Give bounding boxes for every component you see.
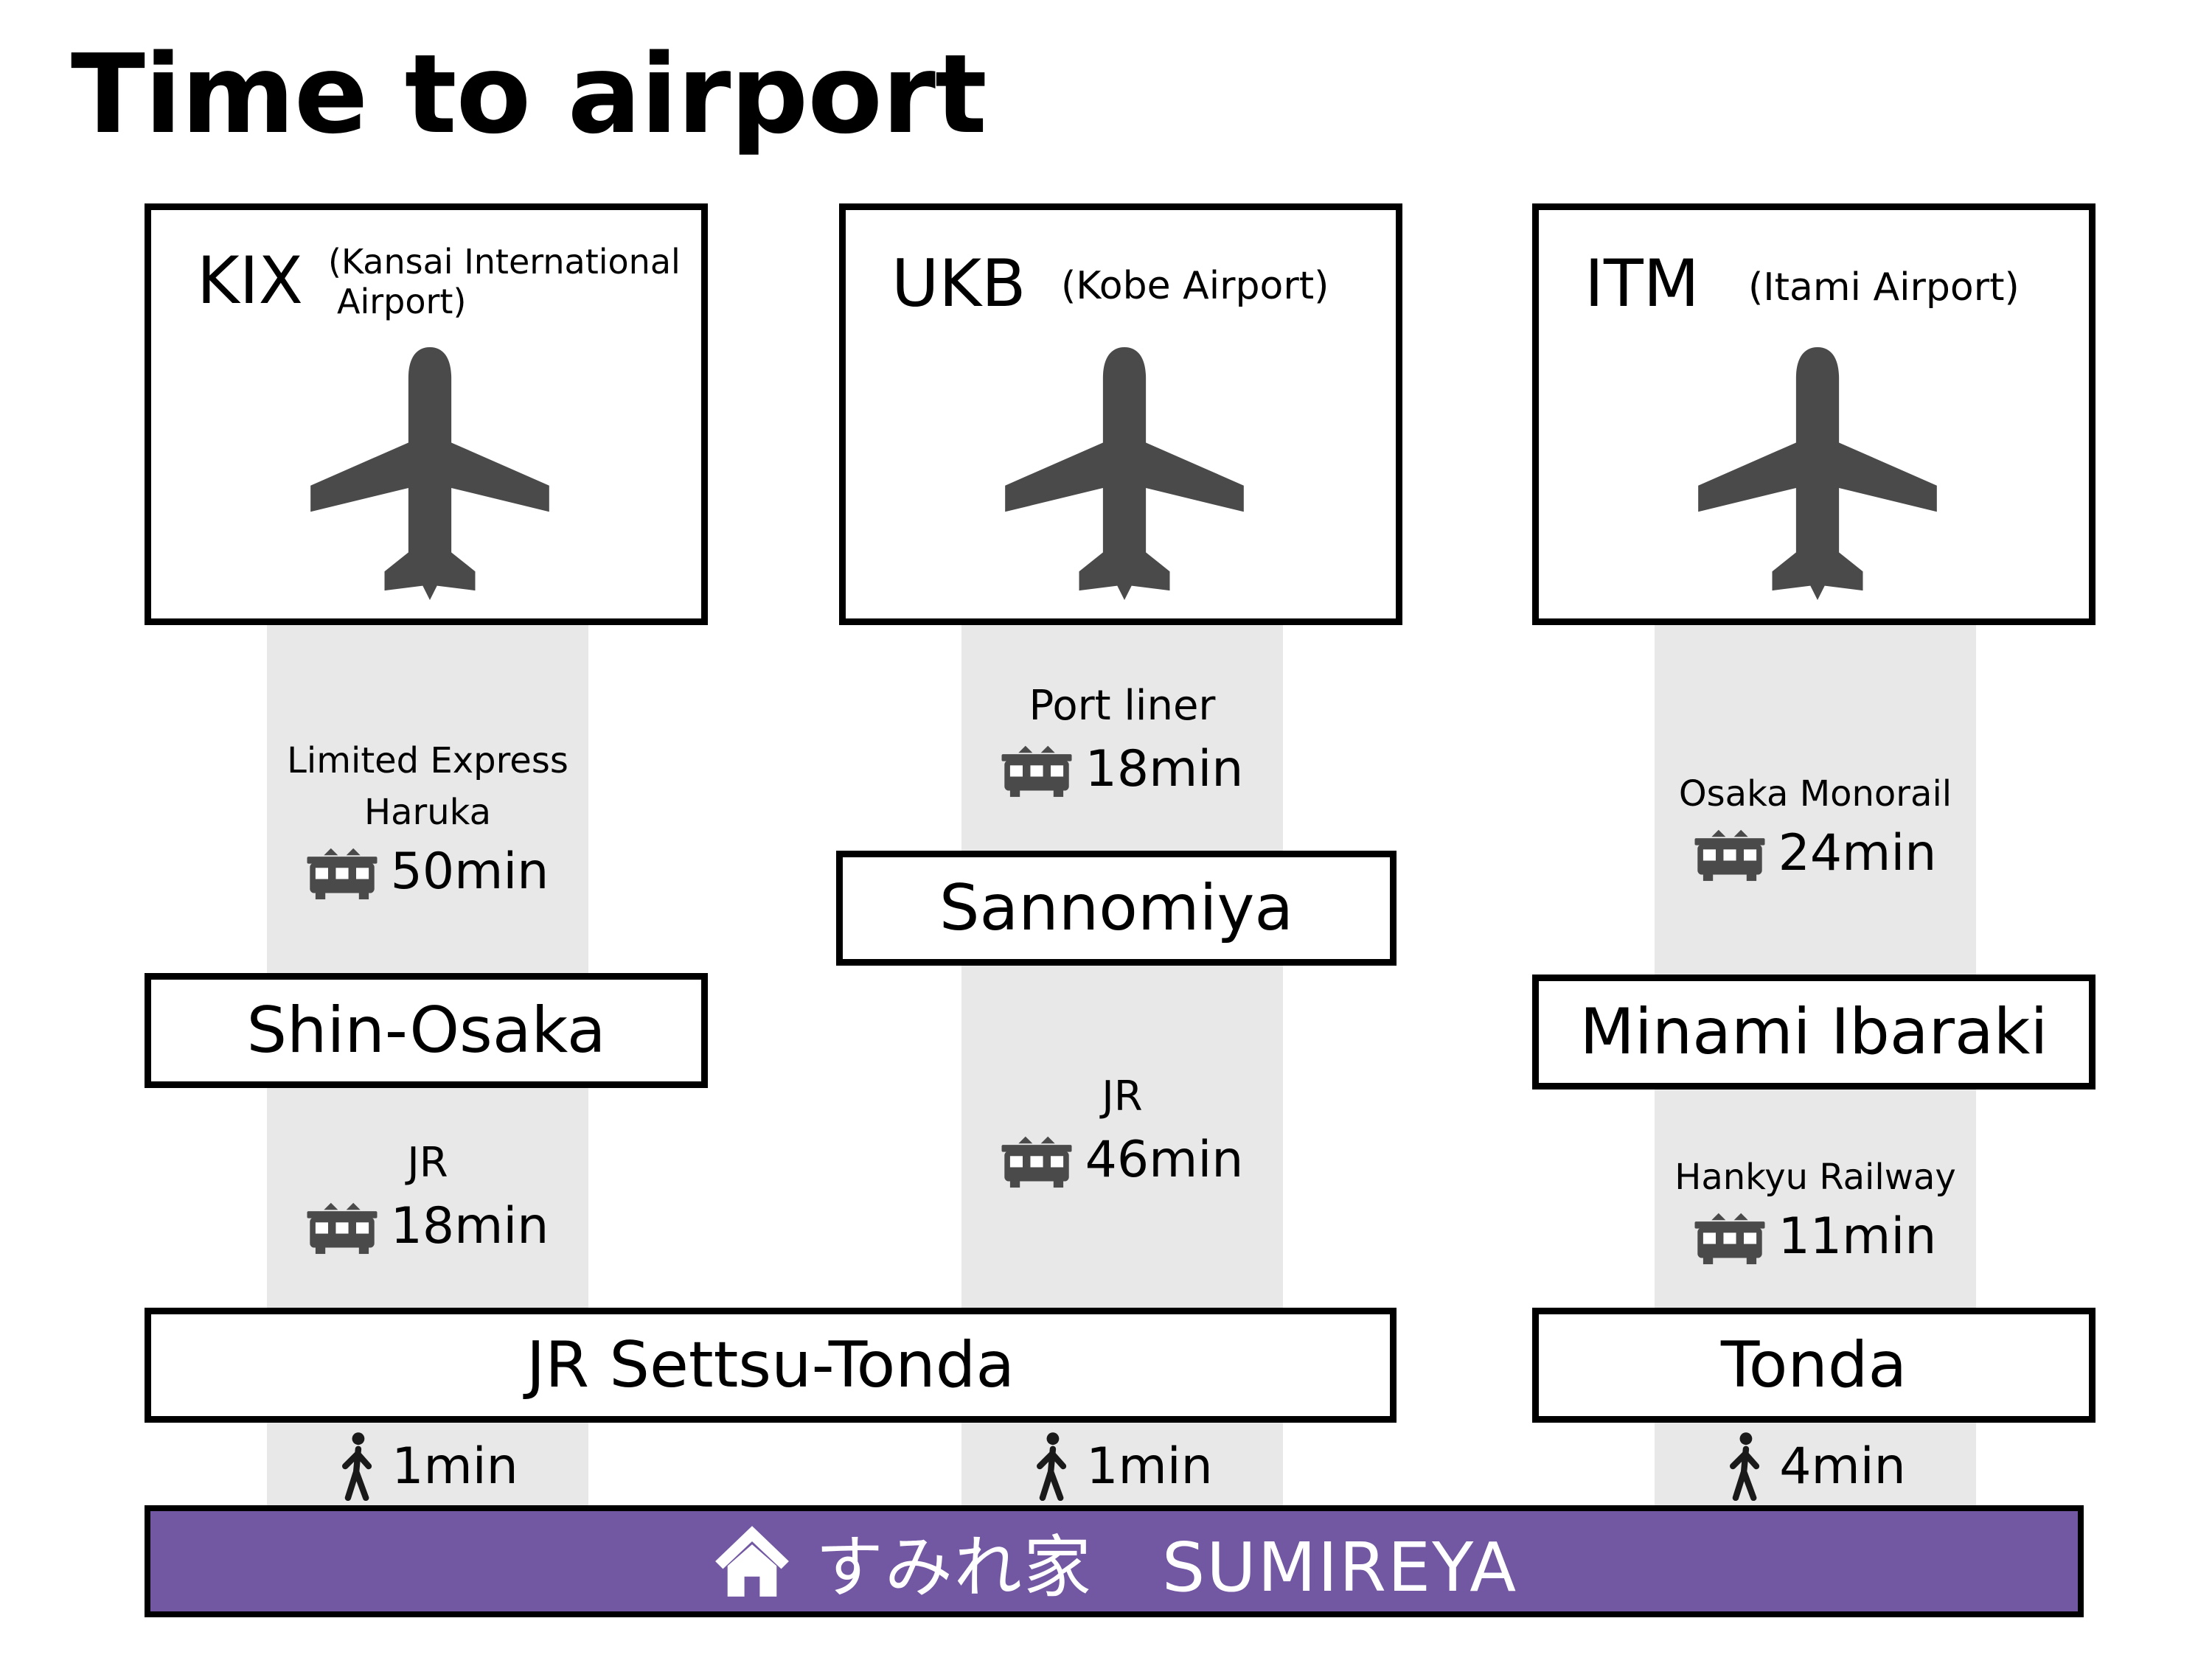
airport-itm-card: ITM (Itami Airport) [1532, 203, 2096, 625]
segment-kix-lower: JR 18min [267, 1120, 588, 1268]
house-icon [711, 1523, 793, 1600]
train-icon [307, 1199, 378, 1255]
travel-time: 18min [390, 1197, 549, 1256]
segment-ukb-upper: Port liner 18min [961, 663, 1283, 811]
airport-name-ukb: (Kobe Airport) [1061, 264, 1329, 308]
travel-time: 50min [390, 843, 549, 902]
line-name: JR [1102, 1072, 1143, 1120]
walk-time: 1min [1086, 1437, 1213, 1496]
walking-person-icon [1725, 1432, 1766, 1501]
walk-time: 1min [392, 1437, 518, 1496]
walking-person-icon [337, 1432, 378, 1501]
line-name: Port liner [1029, 681, 1216, 730]
airport-ukb-card: UKB (Kobe Airport) [839, 203, 1402, 625]
line-name: Hankyu Railway [1674, 1156, 1956, 1198]
train-icon [1001, 742, 1072, 798]
page-title: Time to airport [71, 31, 987, 158]
line-name: Haruka [364, 791, 492, 833]
travel-time: 11min [1778, 1207, 1937, 1266]
line-name: Limited Express [287, 739, 568, 781]
travel-time: 18min [1085, 740, 1244, 799]
train-icon [307, 844, 378, 900]
airport-name-itm: (Itami Airport) [1748, 265, 2020, 310]
airport-code-itm: ITM [1585, 245, 1700, 321]
airplane-icon [1004, 347, 1245, 610]
station-sannomiya: Sannomiya [836, 851, 1397, 966]
airport-kix-card: KIX (Kansai International Airport) [145, 203, 708, 625]
segment-itm-lower: Hankyu Railway 11min [1655, 1135, 1976, 1283]
segment-kix-upper: Limited Express Haruka 50min [267, 708, 588, 929]
walk-segment-kix: 1min [267, 1427, 588, 1505]
travel-time: 46min [1085, 1131, 1244, 1190]
airport-name-kix-line2: Airport) [337, 282, 467, 321]
airport-code-ukb: UKB [891, 245, 1026, 321]
airplane-icon [309, 347, 551, 610]
station-jr-settsu-tonda: JR Settsu-Tonda [145, 1308, 1397, 1423]
walking-person-icon [1032, 1432, 1073, 1501]
walk-time: 4min [1779, 1437, 1906, 1496]
walk-segment-itm: 4min [1655, 1427, 1976, 1505]
line-name: Osaka Monorail [1678, 773, 1952, 815]
station-shin-osaka: Shin-Osaka [145, 973, 708, 1088]
train-icon [1694, 826, 1765, 882]
segment-ukb-lower: JR 46min [961, 1054, 1283, 1202]
line-name: JR [407, 1138, 448, 1187]
train-icon [1694, 1209, 1765, 1265]
travel-time: 24min [1778, 824, 1937, 883]
walk-segment-ukb: 1min [961, 1427, 1283, 1505]
segment-itm-upper: Osaka Monorail 24min [1655, 752, 1976, 899]
airport-name-kix-line1: (Kansai International [328, 242, 681, 282]
home-destination-bar: すみれ家 SUMIREYA [145, 1505, 2084, 1617]
airplane-icon [1697, 347, 1938, 610]
station-tonda: Tonda [1532, 1308, 2096, 1423]
station-minami-ibaraki: Minami Ibaraki [1532, 975, 2096, 1090]
airport-code-kix: KIX [197, 243, 303, 318]
home-name: すみれ家 SUMIREYA [815, 1527, 1518, 1607]
train-icon [1001, 1132, 1072, 1188]
